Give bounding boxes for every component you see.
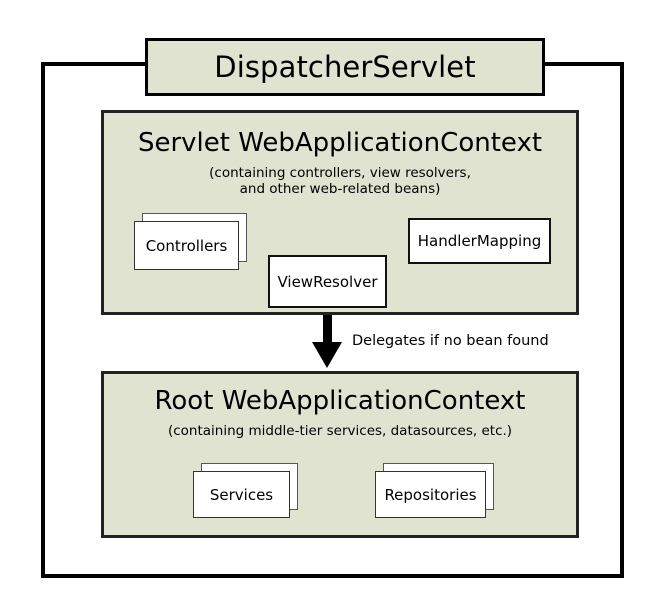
outer-frame-top-left-segment: [41, 62, 147, 66]
services-bean-label: Services: [193, 471, 290, 518]
repositories-bean-label: Repositories: [375, 471, 486, 518]
outer-frame-bottom-edge: [41, 574, 624, 578]
outer-frame-right-edge: [620, 62, 624, 578]
services-bean-stack: Services: [193, 463, 298, 518]
outer-frame-left-edge: [41, 62, 45, 578]
outer-frame-top-right-segment: [545, 62, 624, 66]
delegation-arrow-label: Delegates if no bean found: [352, 333, 549, 349]
controllers-bean-stack: Controllers: [134, 213, 247, 270]
delegation-arrow-shaft: [323, 315, 332, 349]
servlet-context-subtitle-line-1: (containing controllers, view resolvers,: [209, 165, 471, 181]
servlet-context-heading: Servlet WebApplicationContext: [137, 128, 543, 158]
root-context-heading: Root WebApplicationContext: [154, 386, 526, 416]
servlet-context-subtitle: (containing controllers, view resolvers,…: [104, 165, 576, 197]
handlermapping-bean-box: HandlerMapping: [408, 218, 551, 264]
servlet-context-subtitle-line-2: and other web-related beans): [239, 181, 441, 197]
repositories-bean-stack: Repositories: [375, 463, 494, 518]
root-webapplicationcontext-box: Root WebApplicationContext (containing m…: [101, 371, 579, 538]
delegation-arrow-head-icon: [312, 342, 342, 368]
controllers-bean-label: Controllers: [134, 221, 239, 270]
viewresolver-bean-box: ViewResolver: [268, 255, 387, 308]
dispatcher-servlet-title-label: DispatcherServlet: [214, 49, 476, 84]
root-context-subtitle: (containing middle-tier services, dataso…: [104, 423, 576, 439]
root-context-subtitle-line-1: (containing middle-tier services, dataso…: [167, 423, 513, 439]
dispatcher-servlet-title-box: DispatcherServlet: [145, 38, 545, 96]
